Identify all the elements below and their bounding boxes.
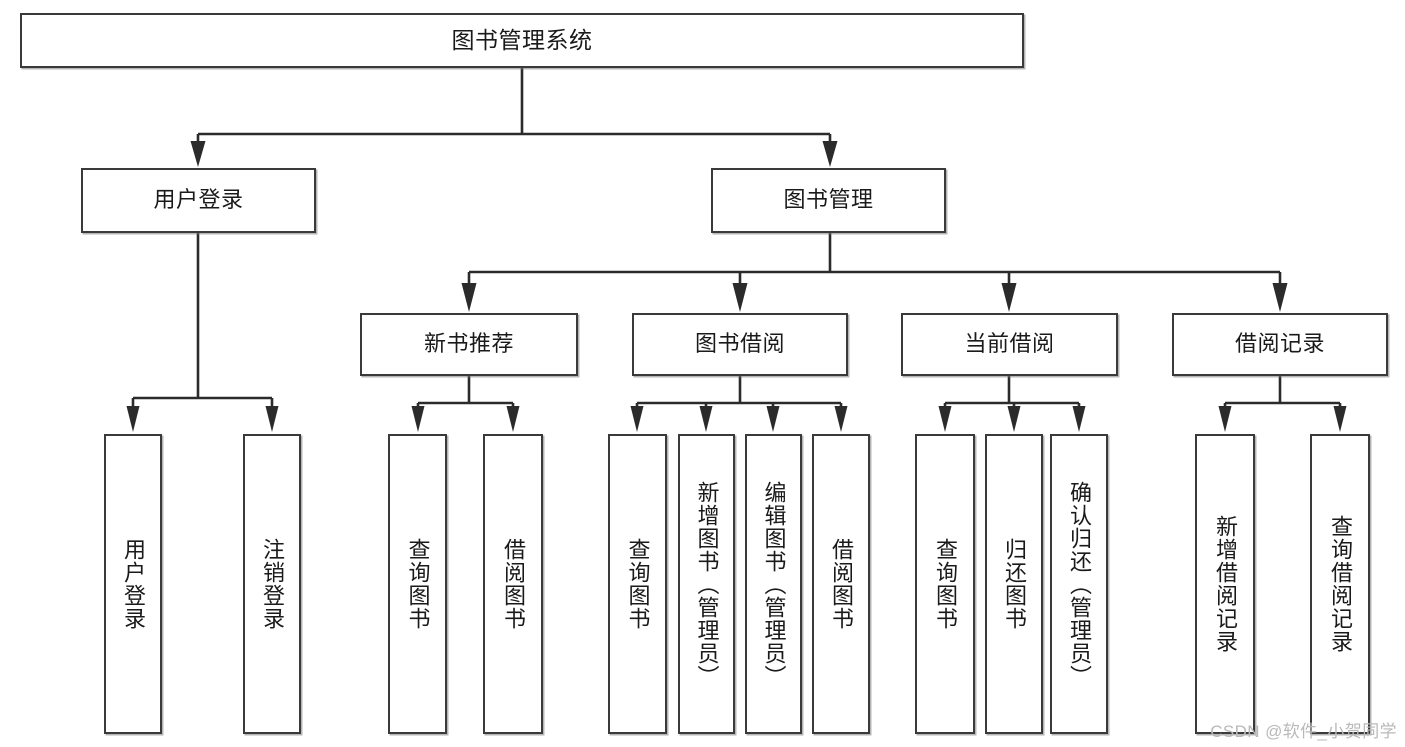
arrow-heads <box>126 141 1347 432</box>
leaf-record-add-borrow-record[interactable]: 新增借阅记录 <box>1195 434 1255 734</box>
node-label: 当前借阅 <box>964 331 1055 357</box>
node-label: 编辑图书（管理员） <box>761 480 787 688</box>
node-label: 查询图书 <box>625 538 651 630</box>
leaf-current-confirm-return-admin[interactable]: 确认归还（管理员） <box>1050 434 1108 734</box>
leaf-recommend-borrow-book[interactable]: 借阅图书 <box>483 434 543 734</box>
leaf-borrow-query-book[interactable]: 查询图书 <box>608 434 667 734</box>
node-label: 用户登录 <box>153 187 244 213</box>
leaf-logout[interactable]: 注销登录 <box>243 434 301 734</box>
node-label: 图书管理 <box>783 187 874 213</box>
node-book-borrow[interactable]: 图书借阅 <box>632 313 848 376</box>
node-label: 借阅记录 <box>1234 331 1325 357</box>
node-label: 归还图书 <box>1001 538 1027 630</box>
node-new-book-recommend[interactable]: 新书推荐 <box>360 313 578 376</box>
leaf-borrow-edit-book-admin[interactable]: 编辑图书（管理员） <box>745 434 802 734</box>
node-label: 借阅图书 <box>500 538 526 630</box>
node-current-borrow[interactable]: 当前借阅 <box>901 313 1118 376</box>
node-label: 新增图书（管理员） <box>694 480 720 688</box>
node-label: 注销登录 <box>259 538 285 630</box>
node-label: 图书管理系统 <box>451 26 593 53</box>
leaf-borrow-add-book-admin[interactable]: 新增图书（管理员） <box>678 434 735 734</box>
node-label: 用户登录 <box>120 538 146 630</box>
leaf-record-query-borrow-record[interactable]: 查询借阅记录 <box>1310 434 1370 734</box>
node-label: 新增借阅记录 <box>1212 515 1238 653</box>
leaf-recommend-query-book[interactable]: 查询图书 <box>388 434 447 734</box>
node-label: 查询图书 <box>932 538 958 630</box>
leaf-current-query-book[interactable]: 查询图书 <box>915 434 975 734</box>
node-label: 图书借阅 <box>694 331 785 357</box>
node-label: 查询图书 <box>405 538 431 630</box>
node-user-login[interactable]: 用户登录 <box>81 168 316 233</box>
node-label: 借阅图书 <box>828 538 854 630</box>
node-label: 新书推荐 <box>423 331 514 357</box>
leaf-current-return-book[interactable]: 归还图书 <box>985 434 1043 734</box>
node-root-book-management-system[interactable]: 图书管理系统 <box>20 13 1024 68</box>
node-label: 确认归还（管理员） <box>1066 480 1092 688</box>
csdn-watermark: CSDN @软件_小贺同学 <box>1210 722 1397 741</box>
node-book-management[interactable]: 图书管理 <box>711 168 946 233</box>
leaf-borrow-borrow-book[interactable]: 借阅图书 <box>812 434 870 734</box>
node-label: 查询借阅记录 <box>1327 515 1353 653</box>
leaf-user-login[interactable]: 用户登录 <box>104 434 162 734</box>
node-borrow-record[interactable]: 借阅记录 <box>1172 313 1388 376</box>
